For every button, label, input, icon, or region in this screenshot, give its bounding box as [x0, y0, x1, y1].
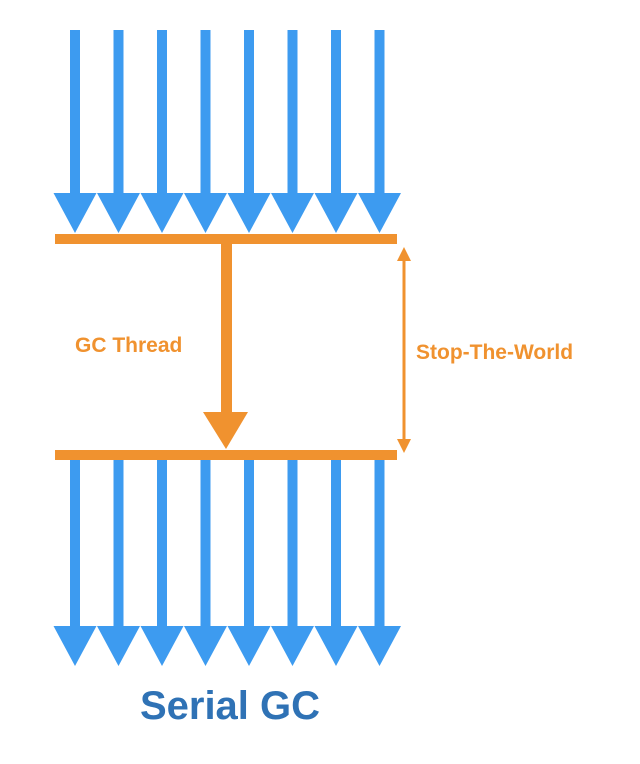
app-before-thread-arrow: [97, 30, 140, 233]
app-before-thread-arrow: [184, 30, 227, 233]
app-before-thread-arrow: [358, 30, 401, 233]
safepoint-bar-end: [55, 450, 397, 460]
stop-the-world-double-arrow: [397, 247, 411, 453]
application-threads-before-gc: [53, 30, 401, 233]
safepoint-bar-start: [55, 234, 397, 244]
stop-the-world-label: Stop-The-World: [416, 341, 573, 364]
application-threads-after-gc: [53, 460, 401, 666]
app-before-thread-arrow: [271, 30, 314, 233]
app-before-thread-arrow: [53, 30, 97, 233]
app-after-thread-arrow: [97, 460, 140, 666]
app-after-thread-arrow: [271, 460, 314, 666]
gc-thread-label: GC Thread: [75, 334, 182, 357]
gc-thread-arrow: [203, 244, 248, 449]
app-after-thread-arrow: [227, 460, 271, 666]
app-after-thread-arrow: [53, 460, 97, 666]
app-after-thread-arrow: [184, 460, 227, 666]
app-after-thread-arrow: [140, 460, 184, 666]
app-after-thread-arrow: [314, 460, 358, 666]
app-before-thread-arrow: [314, 30, 358, 233]
diagram-title: Serial GC: [139, 684, 321, 728]
app-before-thread-arrow: [227, 30, 271, 233]
app-before-thread-arrow: [140, 30, 184, 233]
app-after-thread-arrow: [358, 460, 401, 666]
